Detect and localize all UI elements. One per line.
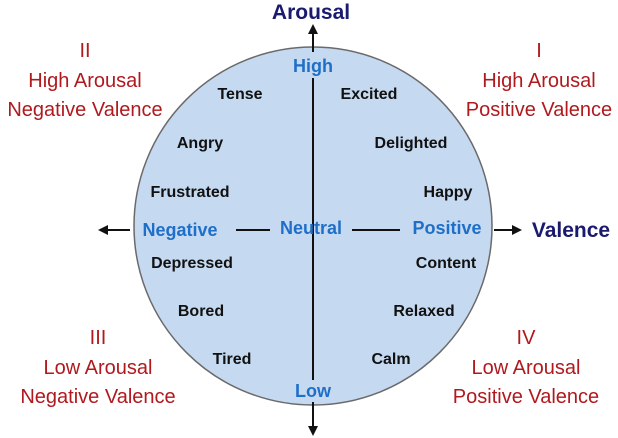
emotion-calm: Calm	[371, 351, 410, 368]
quadrant-4-arousal: Low Arousal	[472, 357, 581, 379]
quadrant-4-numeral: IV	[517, 327, 537, 349]
pole-neutral-label: Neutral	[280, 218, 342, 238]
quadrant-1-numeral: I	[536, 40, 542, 62]
emotion-content: Content	[416, 255, 477, 272]
quadrant-3-valence: Negative Valence	[20, 386, 175, 408]
emotion-depressed: Depressed	[151, 255, 233, 272]
quadrant-3-numeral: III	[90, 327, 107, 349]
emotion-happy: Happy	[424, 184, 473, 201]
quadrant-1-valence: Positive Valence	[466, 99, 612, 121]
emotion-bored: Bored	[178, 303, 224, 320]
pole-high-label: High	[293, 56, 333, 76]
arousal-axis-title: Arousal	[272, 1, 350, 24]
emotion-tense: Tense	[217, 86, 262, 103]
emotion-frustrated: Frustrated	[150, 184, 229, 201]
quadrant-1-arousal: High Arousal	[482, 70, 595, 92]
emotion-tired: Tired	[213, 351, 252, 368]
quadrant-2-numeral: II	[79, 40, 90, 62]
emotion-excited: Excited	[341, 86, 398, 103]
quadrant-4-valence: Positive Valence	[453, 386, 599, 408]
emotion-angry: Angry	[177, 135, 223, 152]
quadrant-2-arousal: High Arousal	[28, 70, 141, 92]
pole-negative-label: Negative	[142, 220, 217, 240]
quadrant-2-valence: Negative Valence	[7, 99, 162, 121]
emotion-relaxed: Relaxed	[393, 303, 454, 320]
pole-positive-label: Positive	[412, 218, 481, 238]
quadrant-3-arousal: Low Arousal	[44, 357, 153, 379]
pole-low-label: Low	[295, 381, 332, 401]
valence-axis-title: Valence	[532, 219, 610, 242]
emotion-delighted: Delighted	[375, 135, 448, 152]
